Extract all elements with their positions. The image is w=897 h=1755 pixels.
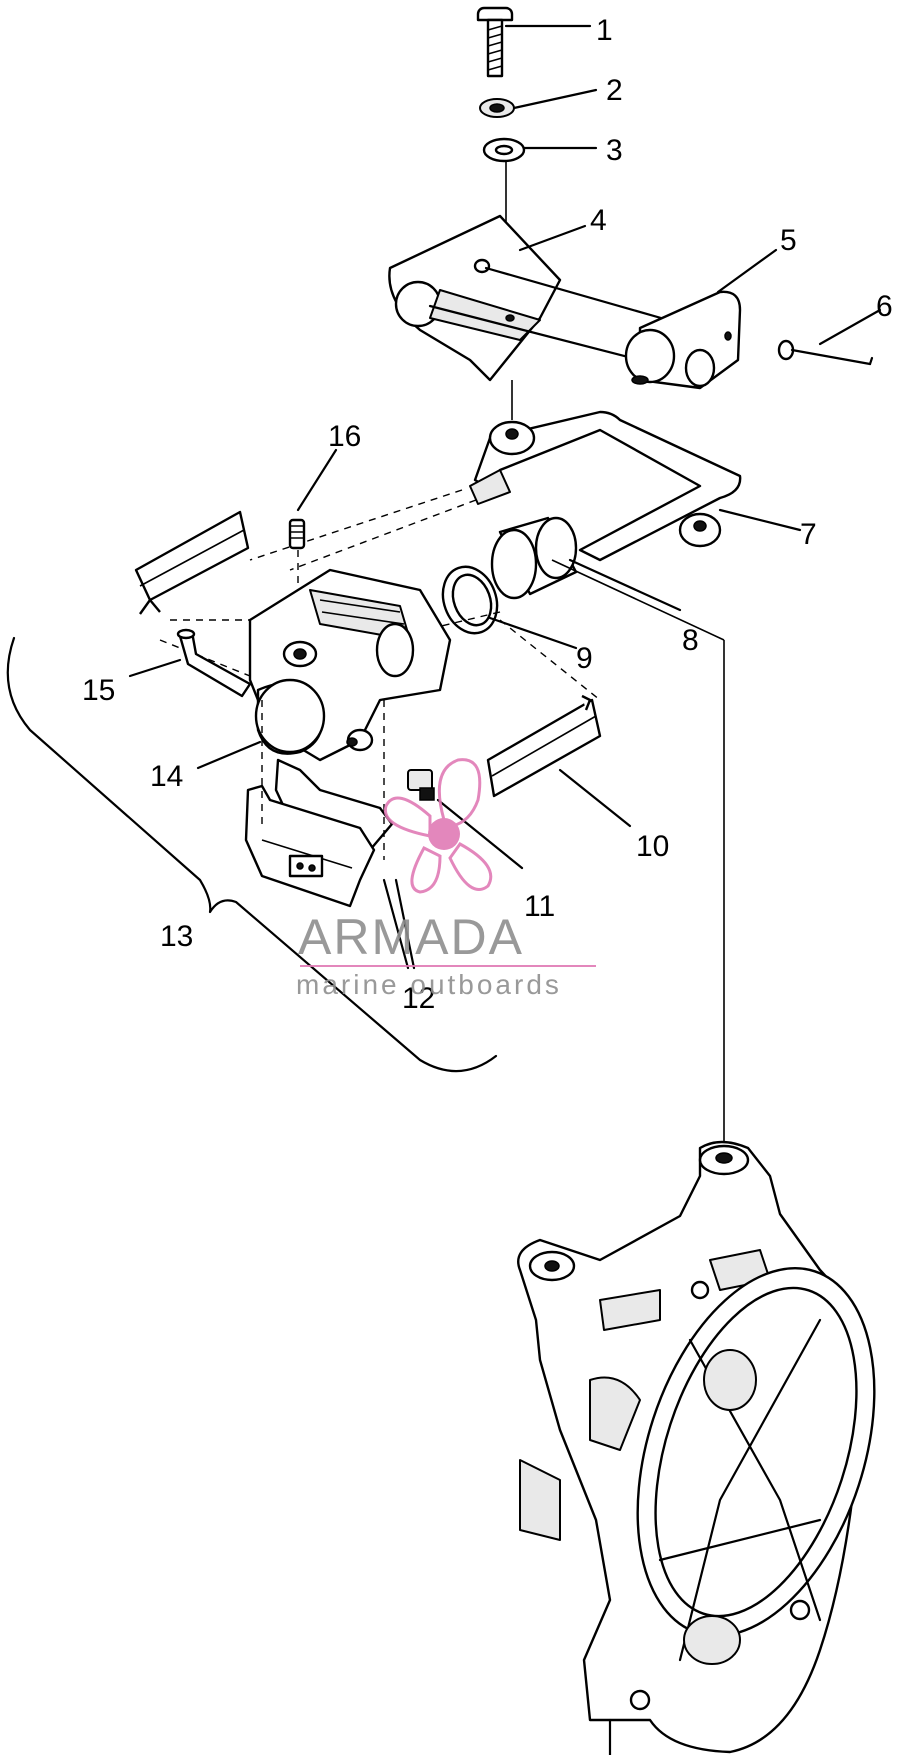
part-4-bracket: [388, 214, 670, 382]
part-13-assembly-brace: [6, 636, 498, 1073]
part-8-piston: [490, 516, 682, 612]
callout-6: 6: [876, 290, 893, 323]
callout-labels: 1 2 3 4 5 6 7 8 9 10 11 12 13 14 15 16: [82, 14, 893, 1015]
part-3-flat-washer: [482, 137, 598, 163]
callout-14: 14: [150, 760, 183, 793]
callout-3: 3: [606, 134, 623, 167]
part-15-hose: [128, 628, 252, 698]
part-14-piston-housing: [196, 678, 326, 770]
part-6-pin: [777, 308, 882, 366]
callout-7: 7: [800, 518, 817, 551]
callout-10: 10: [636, 830, 669, 863]
callout-9: 9: [576, 642, 593, 675]
propeller-logo-icon: [383, 758, 493, 894]
watermark-tagline: marine outboards: [296, 969, 562, 1000]
callout-4: 4: [590, 204, 607, 237]
callout-1: 1: [596, 14, 613, 47]
part-5-pivot-sleeve: [624, 248, 778, 390]
watermark-brand: ARMADA: [298, 909, 524, 965]
lower-housing: [517, 1140, 876, 1755]
callout-11: 11: [524, 890, 555, 923]
callout-15: 15: [82, 674, 115, 707]
callout-16: 16: [328, 420, 361, 453]
callout-8: 8: [682, 624, 699, 657]
part-11-bolt: [407, 769, 524, 870]
part-1-bolt: [476, 6, 592, 78]
part-10-shim: [486, 694, 632, 828]
part-7-frame: [469, 410, 802, 562]
shim-upper: [134, 510, 250, 615]
callout-2: 2: [606, 74, 623, 107]
callout-12: 12: [402, 982, 435, 1015]
watermark: ARMADA marine outboards: [296, 758, 596, 1000]
part-12-brake-pads: [244, 758, 416, 970]
callout-13: 13: [160, 920, 193, 953]
callout-5: 5: [780, 224, 797, 257]
part-2-lock-washer: [479, 88, 598, 118]
